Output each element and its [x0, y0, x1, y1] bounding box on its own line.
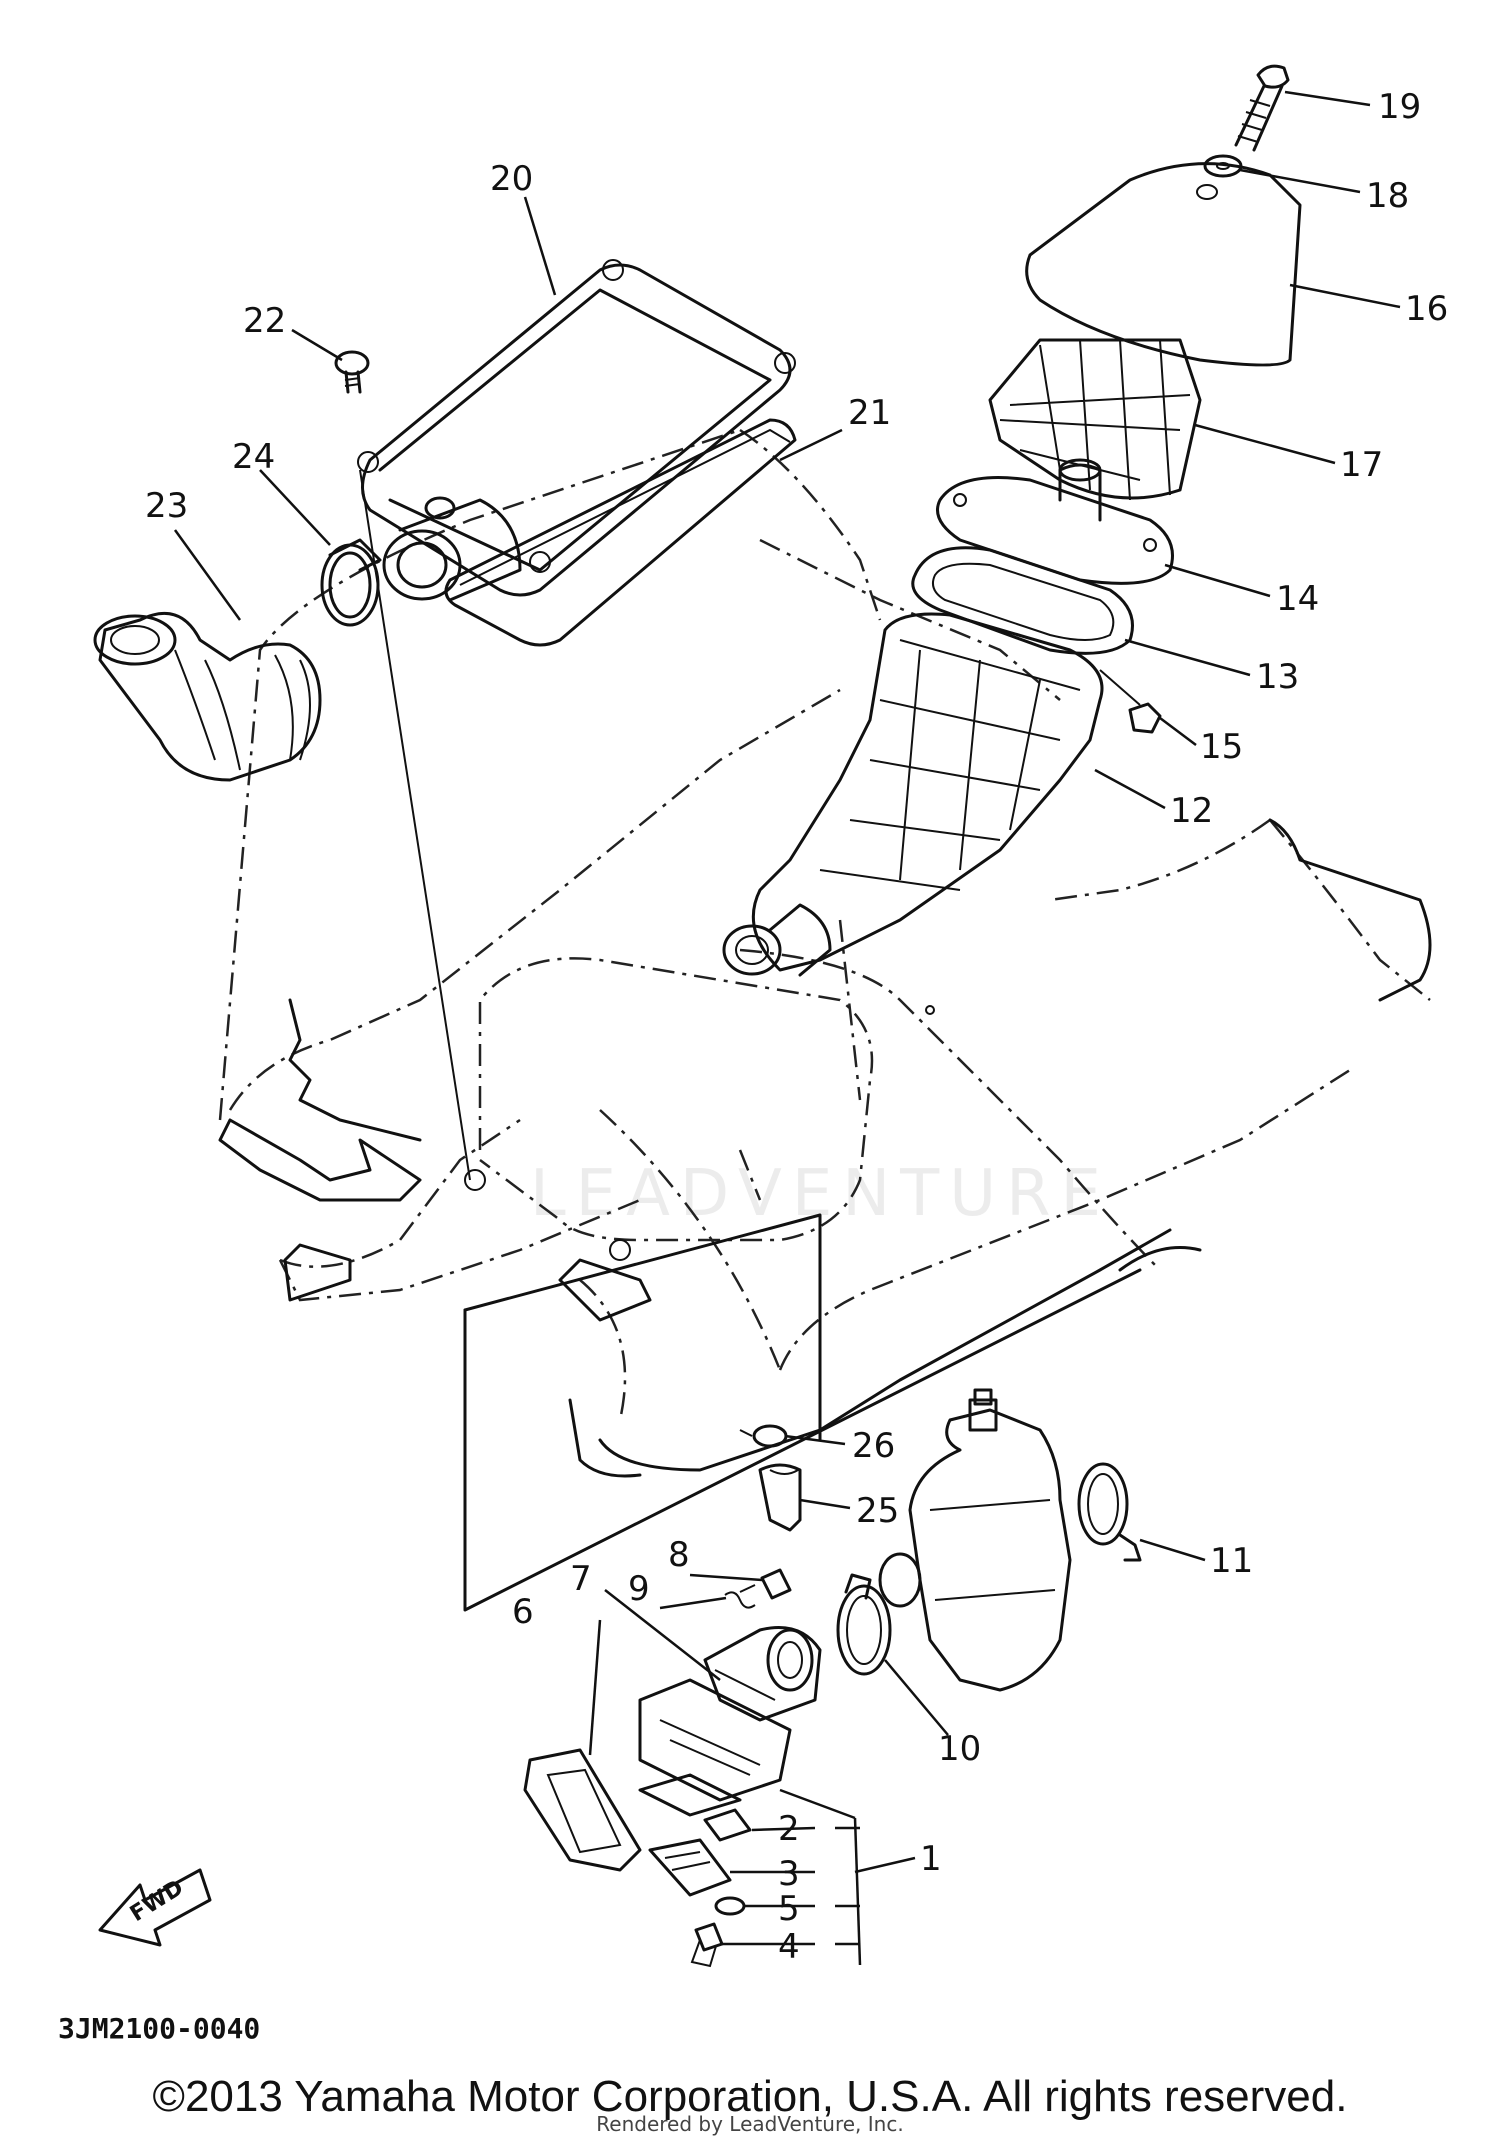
callout-20: 20 [490, 159, 533, 199]
gasket-6 [523, 1748, 642, 1872]
diagram-code: 3JM2100-0040 [58, 2012, 260, 2045]
intake-joint-12 [722, 612, 1104, 977]
callout-14: 14 [1276, 579, 1319, 619]
callout-1: 1 [920, 1839, 942, 1879]
callout-16: 16 [1405, 289, 1448, 329]
callout-13: 13 [1256, 657, 1299, 697]
carburetor-group-frame [463, 1213, 1142, 1612]
callout-24: 24 [232, 437, 275, 477]
joint-24 [382, 496, 522, 602]
carb-joint-7 [703, 1626, 822, 1722]
callout-23: 23 [145, 486, 188, 526]
callout-8: 8 [668, 1535, 690, 1575]
cap-25 [758, 1463, 802, 1532]
callout-6: 6 [512, 1592, 534, 1632]
callout-18: 18 [1366, 176, 1409, 216]
callout-3: 3 [778, 1854, 800, 1894]
bolt-19 [1234, 64, 1290, 152]
callout-17: 17 [1340, 445, 1383, 485]
callout-25: 25 [856, 1491, 899, 1531]
callout-4: 4 [778, 1927, 800, 1967]
callout-7: 7 [570, 1559, 592, 1599]
callout-2: 2 [778, 1809, 800, 1849]
callout-11: 11 [1210, 1541, 1253, 1581]
reed-valve-assembly [638, 1678, 792, 1817]
callout-21: 21 [848, 393, 891, 433]
callout-10: 10 [938, 1729, 981, 1769]
callout-22: 22 [243, 301, 286, 341]
watermark: LEADVENTURE [530, 1157, 1111, 1231]
callout-15: 15 [1200, 727, 1243, 767]
callout-19: 19 [1378, 87, 1421, 127]
intake-duct-23 [93, 611, 322, 782]
air-box-cover [357, 259, 796, 597]
gasket-13 [911, 546, 1134, 655]
copyright-notice: ©2013 Yamaha Motor Corporation, U.S.A. A… [152, 2072, 1348, 2121]
filter-cover-16 [1025, 162, 1302, 367]
callout-numbers: 19 18 16 17 14 13 15 12 20 21 22 24 23 2… [145, 87, 1448, 1967]
callout-5: 5 [778, 1889, 800, 1929]
adapter-plate-14 [936, 458, 1174, 585]
spring-9 [724, 1591, 756, 1609]
leader-lines [173, 90, 1401, 1966]
washer-5 [714, 1896, 746, 1916]
fwd-arrow-icon: FWD [98, 1868, 212, 1947]
screw-4 [690, 1922, 724, 1968]
nut-15 [1099, 669, 1162, 734]
air-box-seal [444, 418, 797, 647]
callout-12: 12 [1170, 791, 1213, 831]
clamp-11 [1077, 1462, 1142, 1562]
clip-26 [739, 1424, 788, 1448]
hull-body [218, 818, 1432, 1478]
reed-3 [648, 1838, 732, 1897]
washer-18 [1203, 154, 1243, 178]
callout-26: 26 [852, 1426, 895, 1466]
screw-8 [739, 1568, 792, 1600]
rendered-by-notice: Rendered by LeadVenture, Inc. [596, 2112, 904, 2136]
reed-stopper-2 [703, 1808, 752, 1842]
clamp-10 [836, 1573, 892, 1676]
bolt-22 [334, 350, 471, 1181]
hull-outline [218, 428, 1431, 1421]
clamp-24 [320, 538, 382, 627]
callout-9: 9 [628, 1569, 650, 1609]
fwd-label: FWD [126, 1875, 188, 1927]
carburetor [878, 1388, 1072, 1692]
filter-element-17 [988, 338, 1202, 501]
